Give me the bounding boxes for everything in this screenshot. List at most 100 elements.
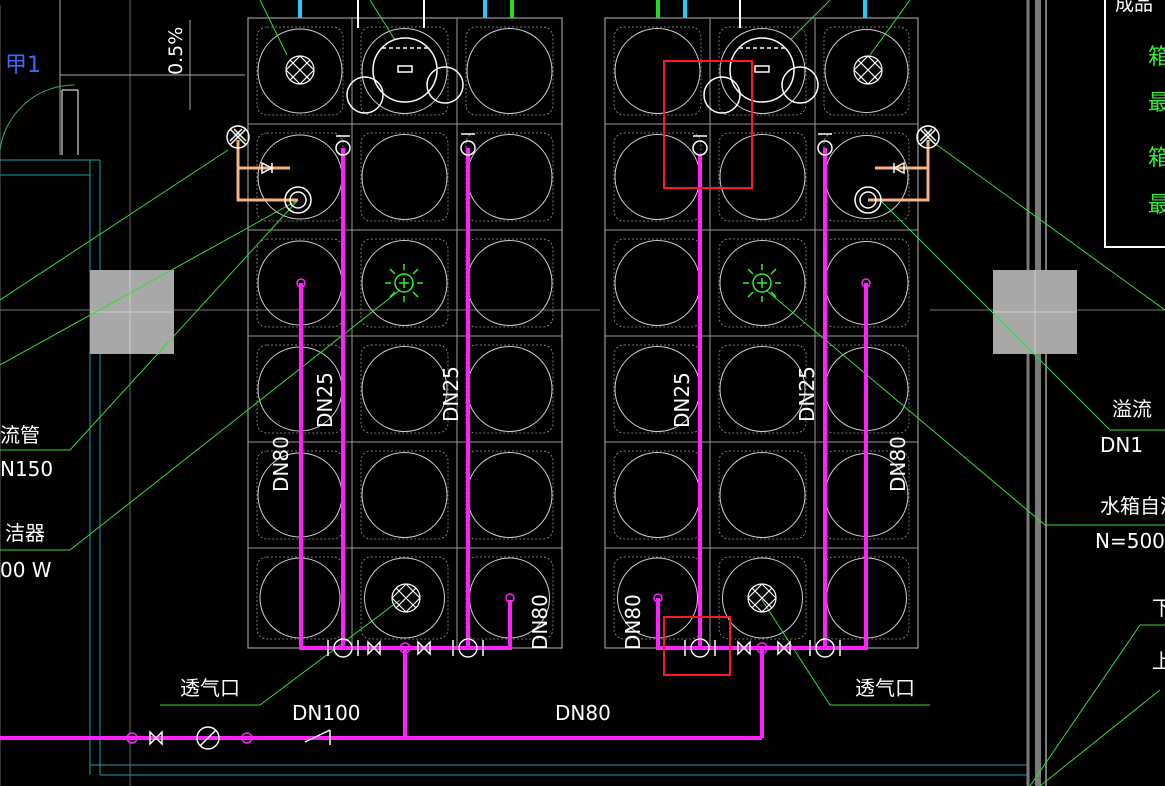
tank-panel: [709, 123, 816, 231]
tank-panel-inner: [465, 238, 554, 328]
left-vent-label: 透气口: [180, 676, 240, 700]
tank-panel: [604, 17, 711, 125]
tank-panel: [604, 441, 711, 549]
water-tank-right: [604, 17, 919, 649]
tank-panel: [456, 17, 563, 125]
tank-panel-dome: [257, 28, 343, 114]
tank-panel-dome: [614, 28, 701, 114]
tank-panel-dome: [361, 452, 448, 538]
right-tank-vertical-label-4: DN80: [621, 594, 645, 650]
tank-panel-dome: [364, 557, 445, 639]
tank-panel: [814, 123, 919, 231]
tank-panel-inner: [613, 26, 702, 116]
tank-panel-inner: [465, 344, 554, 434]
drawing-labels: 0.5% 甲1 流管 N150 洁器 00 W 透气口 透气口 DN100 DN…: [0, 0, 1165, 725]
tank-panel: [456, 335, 563, 443]
left-overflow-size: N150: [0, 457, 53, 481]
tank-panel-dome: [614, 134, 701, 220]
tank-panel: [351, 123, 458, 231]
left-tank-vertical-label-1: DN80: [269, 436, 293, 492]
tank-panel-dome: [361, 240, 448, 326]
right-sterilizer-power: N=500: [1095, 529, 1165, 553]
main-pipe-label: DN100: [292, 701, 361, 725]
right-edge-label-1: 下: [1152, 596, 1165, 620]
tank-panel-inner: [360, 132, 449, 222]
tank-panel-dome: [614, 452, 701, 538]
tank-panel: [604, 335, 711, 443]
highlight-box-lower: [663, 616, 731, 676]
hatched-vents: [285, 55, 883, 613]
tank-panel-dome: [719, 346, 806, 432]
right-sterilizer-label: 水箱自洁: [1100, 494, 1165, 518]
tank-panel-inner: [718, 556, 807, 640]
left-tank-vertical-label-4: DN80: [528, 594, 552, 650]
left-tank-vertical-label-2: DN25: [313, 372, 337, 428]
tank-panel-inner: [360, 556, 449, 640]
tank-panel-inner: [718, 26, 807, 116]
valve-symbols: [126, 133, 871, 750]
tank-panel-dome: [361, 346, 448, 432]
tank-panel-inner: [465, 26, 554, 116]
tank-panel-dome: [722, 557, 803, 639]
tank-panel-dome: [466, 452, 553, 538]
tank-panel-dome: [466, 346, 553, 432]
tank-panel-inner: [360, 344, 449, 434]
tank-panel-inner: [823, 26, 910, 116]
tank-panel-inner: [718, 450, 807, 540]
tank-panel-dome: [824, 135, 909, 219]
orange-connectors: [236, 140, 930, 202]
tank-panel-inner: [256, 132, 344, 222]
tank-fittings: [346, 37, 819, 114]
tank-panel-dome: [361, 134, 448, 220]
water-tank-left: [247, 17, 563, 649]
connector-pipe-label: DN80: [555, 701, 611, 725]
tank-panel: [247, 123, 353, 231]
tank-panel: [709, 441, 816, 549]
right-overflow-label: 溢流: [1112, 397, 1152, 421]
tank-panel: [351, 547, 458, 649]
sterilizer-symbols: [385, 264, 781, 302]
right-vent-label: 透气口: [855, 676, 915, 700]
tank-panel-dome: [719, 28, 806, 114]
legend-item-1: 箱: [1148, 45, 1165, 70]
left-sterilizer-power: 00 W: [0, 558, 52, 582]
legend-item-4: 最: [1148, 193, 1165, 218]
tank-panel-dome: [824, 29, 909, 113]
highlight-box-upper: [663, 60, 753, 189]
legend-item-2: 最: [1148, 91, 1165, 116]
connector-symbols: [226, 125, 940, 214]
tank-panel-inner: [465, 132, 554, 222]
tank-panel-dome: [466, 240, 553, 326]
right-tank-vertical-label-2: DN25: [795, 366, 819, 422]
tank-panel: [351, 441, 458, 549]
tank-panel-inner: [360, 238, 449, 328]
tank-panel: [456, 229, 563, 337]
tank-panel-inner: [823, 132, 910, 222]
tank-panel-inner: [360, 450, 449, 540]
tank-panel-dome: [719, 134, 806, 220]
left-sterilizer-label: 洁器: [5, 521, 45, 545]
legend-item-3: 箱: [1148, 146, 1165, 171]
tank-panel-inner: [613, 238, 702, 328]
left-overflow-label: 流管: [0, 423, 40, 447]
tank-panel: [604, 229, 711, 337]
tank-panel-inner: [256, 26, 344, 116]
tank-panel-inner: [465, 450, 554, 540]
top-pipe-stubs: [298, 0, 867, 28]
tank-panel-inner: [613, 450, 702, 540]
right-overflow-size: DN1: [1100, 433, 1143, 457]
tank-panel-dome: [466, 134, 553, 220]
tank-panel: [456, 123, 563, 231]
tank-panel-dome: [614, 240, 701, 326]
slope-label: 0.5%: [165, 27, 187, 75]
tank-panel-dome: [466, 28, 553, 114]
tank-panel-inner: [360, 26, 449, 116]
right-tank-vertical-label-3: DN80: [886, 436, 910, 492]
tank-panel-dome: [361, 28, 448, 114]
tank-panel: [709, 17, 816, 125]
tank-panel: [351, 17, 458, 125]
tank-panel-dome: [719, 452, 806, 538]
